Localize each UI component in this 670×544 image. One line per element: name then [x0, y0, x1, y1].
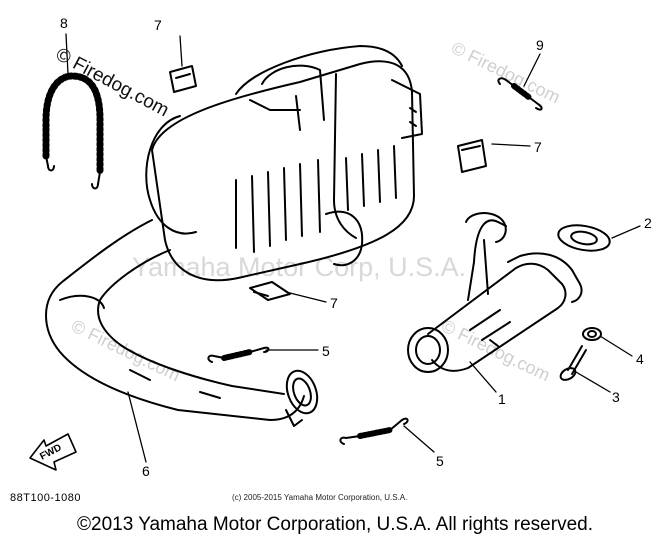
callout-washer: 4 — [636, 351, 644, 367]
yamaha-watermark: Yamaha Motor Corp, U.S.A. — [132, 252, 466, 282]
callout-spring-lower-left: 5 — [322, 343, 330, 359]
callout-spring-lower-right: 5 — [436, 453, 444, 469]
muffler-body — [145, 45, 423, 282]
damper-top — [169, 65, 197, 93]
callout-spring-top-right: 9 — [536, 37, 544, 53]
gasket — [557, 224, 611, 252]
callout-gasket: 2 — [644, 215, 652, 231]
small-copyright: (c) 2005-2015 Yamaha Motor Corporation, … — [232, 493, 408, 502]
leader-lines — [65, 33, 641, 463]
damper-bottom — [249, 281, 291, 301]
callout-spring-coil-left: 8 — [60, 15, 68, 31]
spring-top-right — [497, 77, 543, 111]
callout-exhaust-pipe: 1 — [498, 391, 506, 407]
footer-copyright: ©2013 Yamaha Motor Corporation, U.S.A. A… — [77, 514, 593, 535]
callout-damper-bottom: 7 — [330, 295, 338, 311]
firedog-watermark-top-right: © Firedog.com — [448, 38, 563, 108]
exhaust-pipe — [407, 212, 583, 373]
callout-damper-top: 7 — [154, 17, 162, 33]
spring-coil-left — [42, 72, 104, 190]
callout-muffler-pipe: 6 — [142, 463, 150, 479]
bolt — [559, 345, 587, 381]
damper-right — [457, 139, 487, 173]
muffler-pipe — [45, 219, 319, 427]
spring-lower-left — [207, 346, 270, 363]
exhaust-parts-diagram: Yamaha Motor Corp, U.S.A. © Firedog.com … — [29, 15, 652, 479]
spring-lower-right — [339, 417, 409, 445]
firedog-watermark-mid-left: © Firedog.com — [68, 316, 183, 386]
fwd-arrow — [29, 433, 77, 471]
callout-damper-right: 7 — [534, 139, 542, 155]
washer — [582, 327, 602, 341]
callout-bolt: 3 — [612, 389, 620, 405]
part-code: 88T100-1080 — [10, 492, 81, 504]
